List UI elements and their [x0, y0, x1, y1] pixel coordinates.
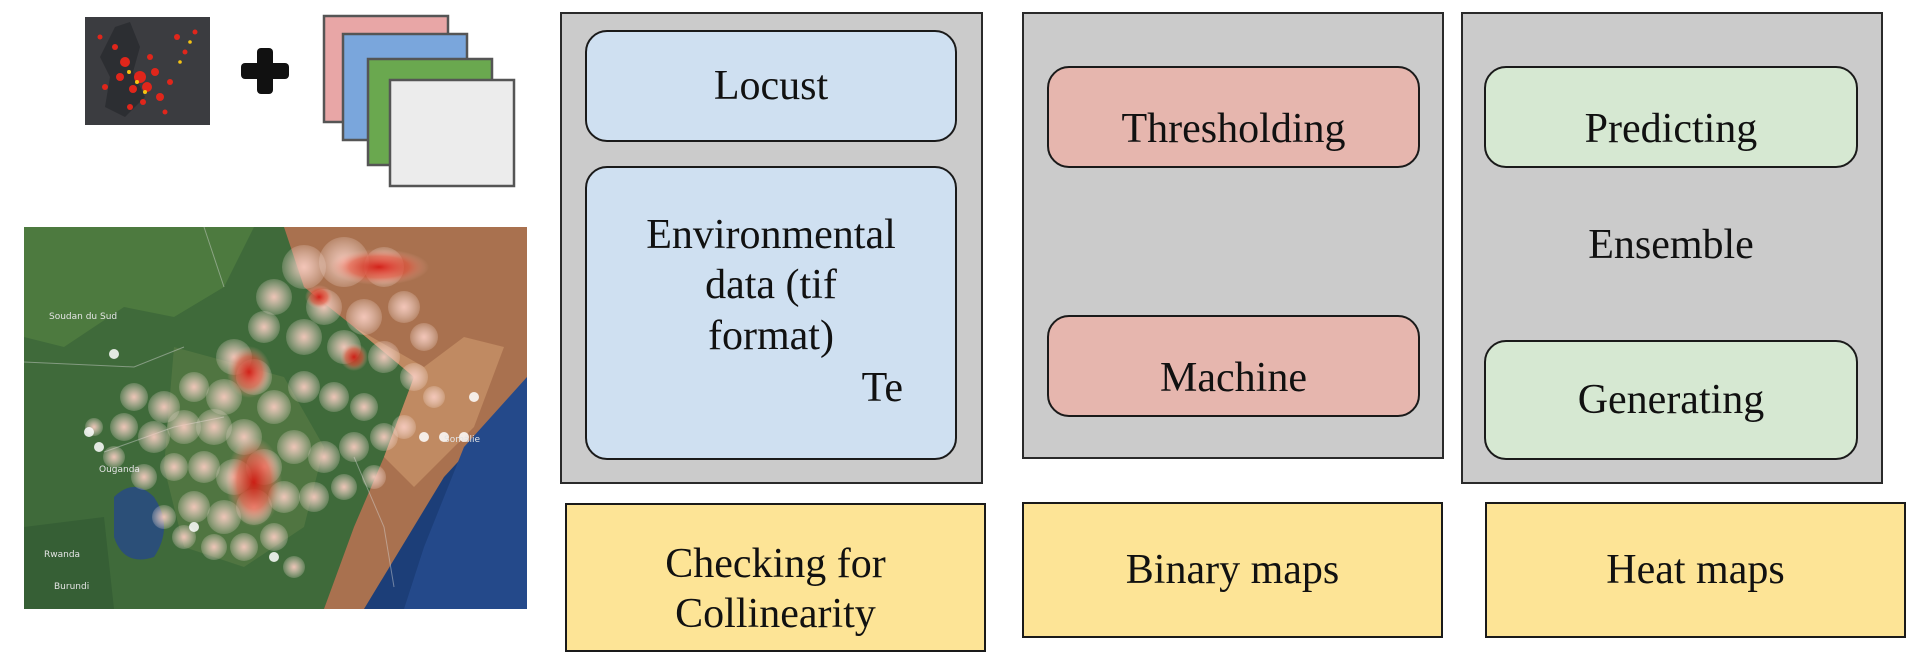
- environmental-data-box: Environmental data (tif format) Te: [585, 166, 957, 460]
- map-label-ouganda: Ouganda: [99, 465, 140, 475]
- map-label-soudan: Soudan du Sud: [49, 312, 117, 322]
- binary-maps-label: Binary maps: [1125, 546, 1340, 593]
- plus-icon: [241, 48, 289, 94]
- env-label-line-1: Environmental: [646, 212, 896, 258]
- ensemble-label: Ensemble: [1588, 222, 1754, 268]
- env-label-line-3: format): [708, 312, 834, 359]
- collinearity-line-2: Collinearity: [675, 591, 876, 638]
- thresholding-box: Thresholding: [1047, 66, 1420, 168]
- thresholding-label: Thresholding: [1121, 106, 1346, 152]
- binary-maps-box: Binary maps: [1022, 502, 1443, 638]
- machine-box: Machine: [1047, 315, 1420, 417]
- predicting-label: Predicting: [1584, 106, 1758, 152]
- locust-thumbnail: [85, 17, 210, 125]
- map-label-burundi: Burundi: [54, 582, 89, 592]
- heat-maps-label: Heat maps: [1606, 546, 1785, 593]
- heat-maps-box: Heat maps: [1485, 502, 1906, 638]
- machine-label: Machine: [1160, 355, 1307, 401]
- heat-map-image: Soudan du Sud Ouganda Rwanda Burundi Som…: [24, 227, 527, 609]
- collinearity-line-1: Checking for: [665, 541, 886, 587]
- generating-box: Generating: [1484, 340, 1858, 460]
- locust-label: Locust: [713, 62, 829, 109]
- env-trailing-text: Te: [861, 365, 903, 412]
- collinearity-box: Checking for Collinearity: [565, 503, 986, 652]
- generating-label: Generating: [1577, 376, 1765, 423]
- predicting-box: Predicting: [1484, 66, 1858, 168]
- map-label-rwanda: Rwanda: [44, 550, 80, 560]
- environmental-layers-icon: [322, 14, 516, 188]
- env-label-line-2: data (tif: [705, 262, 837, 309]
- map-label-somalie: Somalie: [444, 435, 481, 445]
- layer-grey: [388, 78, 516, 188]
- locust-box: Locust: [585, 30, 957, 142]
